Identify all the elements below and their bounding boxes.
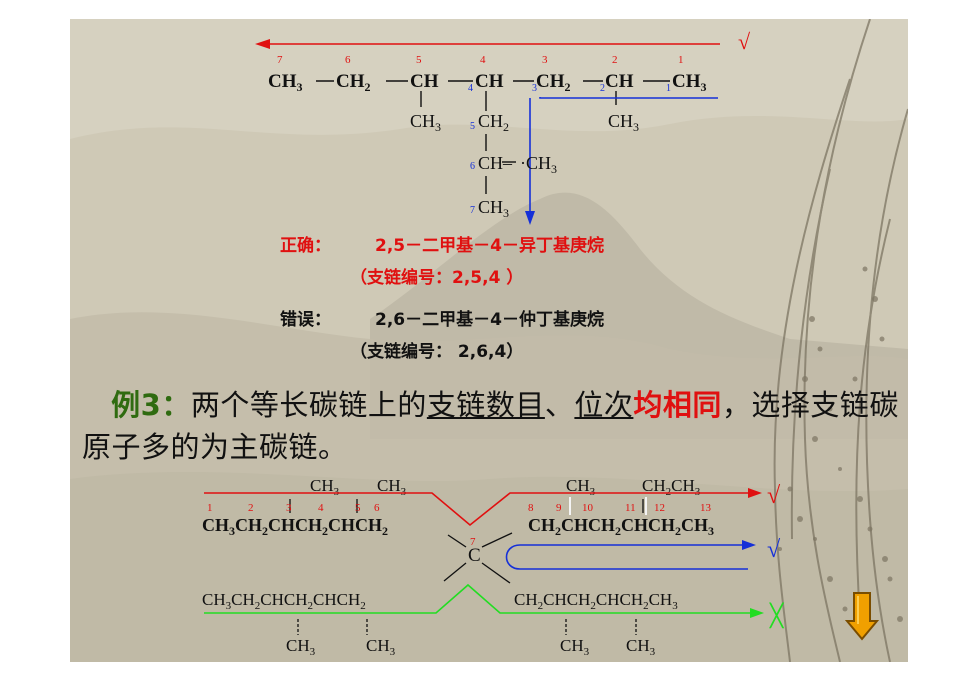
c2-num-6: 6 bbox=[374, 502, 380, 514]
c2-num-12: 12 bbox=[654, 502, 665, 514]
c2-num-4: 4 bbox=[318, 502, 324, 514]
main-c7: CH3 bbox=[268, 71, 303, 94]
bottom-sub-4: CH3 bbox=[626, 636, 656, 658]
wrong-sub: （支链编号： 2,6,4） bbox=[350, 341, 523, 362]
wrong-label: 错误： bbox=[280, 309, 331, 330]
branch-side-ch3: ·CH3 bbox=[520, 153, 557, 176]
main-c2: CH bbox=[605, 71, 634, 92]
red-chain-arrowhead-icon bbox=[748, 488, 762, 498]
inner-num-4: 4 bbox=[468, 83, 473, 94]
inner-num-2: 2 bbox=[600, 83, 605, 94]
num-4: 4 bbox=[480, 54, 486, 66]
c2-num-8: 8 bbox=[528, 502, 534, 514]
top-sub-2: CH3 bbox=[377, 476, 407, 498]
num-7: 7 bbox=[277, 54, 283, 66]
main-c1: CH3 bbox=[672, 71, 707, 94]
correct-label: 正确： bbox=[280, 235, 331, 256]
main-c3: CH2 bbox=[536, 71, 571, 94]
upper-left-chain: CH3CH2CHCH2CHCH2 bbox=[202, 515, 388, 538]
wrong-name: 2,6－二甲基－4－仲丁基庚烷 bbox=[375, 309, 604, 330]
top-sub-3: CH3 bbox=[566, 476, 596, 498]
branch-num-7: 7 bbox=[470, 205, 475, 216]
upper-right-chain: CH2CHCH2CHCH2CH3 bbox=[528, 515, 714, 538]
c2-num-13: 13 bbox=[700, 502, 712, 514]
main-c4: CH bbox=[475, 71, 504, 92]
c2-num-5: 5 bbox=[355, 502, 361, 514]
sub-right-ch3: CH3 bbox=[608, 111, 639, 134]
blue-numbering-line bbox=[539, 97, 718, 99]
bottom-sub-3: CH3 bbox=[560, 636, 590, 658]
cross-mark-green: ╳ bbox=[769, 602, 785, 629]
c2-num-11: 11 bbox=[625, 502, 636, 514]
inner-num-3: 3 bbox=[532, 83, 537, 94]
num-3: 3 bbox=[542, 54, 548, 66]
branch-ch3: CH3 bbox=[478, 197, 509, 220]
bottom-sub-2: CH3 bbox=[366, 636, 396, 658]
check-mark-red: √ bbox=[767, 483, 781, 509]
num-2: 2 bbox=[612, 54, 618, 66]
num-5: 5 bbox=[416, 54, 422, 66]
example-part-3: ，选择支链碳原子多的为主碳链。 bbox=[82, 388, 899, 464]
bottom-sub-1: CH3 bbox=[286, 636, 316, 658]
background-scenery bbox=[70, 19, 908, 662]
example-underline-1: 支链数目 bbox=[426, 388, 545, 422]
slide: √ 7 6 5 4 3 2 1 CH3 CH2 CH CH CH2 CH CH3 bbox=[70, 19, 908, 662]
lower-left-chain: CH3CH2CHCH2CHCH2 bbox=[202, 590, 366, 612]
top-sub-1: CH3 bbox=[310, 476, 340, 498]
inner-num-1: 1 bbox=[666, 83, 671, 94]
c2-num-2: 2 bbox=[248, 502, 254, 514]
main-c5: CH bbox=[410, 71, 439, 92]
check-mark-top: √ bbox=[738, 29, 751, 54]
red-arrowhead-icon bbox=[255, 39, 270, 49]
green-wrong-chain-path bbox=[204, 583, 754, 614]
example-underline-2: 位次 bbox=[574, 388, 634, 422]
check-mark-blue: √ bbox=[767, 537, 781, 563]
example-highlight: 均相同 bbox=[633, 388, 722, 422]
green-chain-arrowhead-icon bbox=[750, 608, 764, 618]
correct-name: 2,5－二甲基－4－异丁基庚烷 bbox=[375, 235, 604, 256]
example-part-2: 、 bbox=[544, 388, 575, 422]
c2-num-3: 3 bbox=[286, 502, 292, 514]
c2-num-7: 7 bbox=[470, 536, 476, 548]
structure-diagram: √ 7 6 5 4 3 2 1 CH3 CH2 CH CH CH2 CH CH3 bbox=[202, 29, 785, 658]
example-lead: 例3： bbox=[111, 388, 191, 422]
lower-right-chain: CH2CHCH2CHCH2CH3 bbox=[514, 590, 678, 612]
center-carbon: C bbox=[468, 545, 481, 566]
c2-num-9: 9 bbox=[556, 502, 562, 514]
top-sub-4: CH2CH3 bbox=[642, 476, 701, 498]
sub-left-ch3: CH3 bbox=[410, 111, 441, 134]
example-part-1: 两个等长碳链上的 bbox=[190, 388, 427, 422]
branch-ch2: CH2 bbox=[478, 111, 509, 134]
c2-num-1: 1 bbox=[207, 502, 213, 514]
branch-num-5: 5 bbox=[470, 121, 475, 132]
blue-arrowhead-icon bbox=[525, 211, 535, 225]
main-c6: CH2 bbox=[336, 71, 371, 94]
branch-num-6: 6 bbox=[470, 161, 475, 172]
blue-alt-chain-path bbox=[505, 544, 748, 570]
num-6: 6 bbox=[345, 54, 351, 66]
down-arrow-icon[interactable] bbox=[845, 591, 879, 641]
c2-num-10: 10 bbox=[582, 502, 594, 514]
red-main-chain-path bbox=[204, 492, 750, 527]
num-1: 1 bbox=[678, 54, 684, 66]
example-3-text: 例3：两个等长碳链上的支链数目、位次均相同，选择支链碳原子多的为主碳链。 bbox=[82, 384, 902, 468]
branch-ch: CH– bbox=[478, 153, 513, 173]
correct-sub: （支链编号：2,5,4 ） bbox=[350, 267, 523, 288]
blue-chain-arrowhead-icon bbox=[742, 540, 756, 550]
